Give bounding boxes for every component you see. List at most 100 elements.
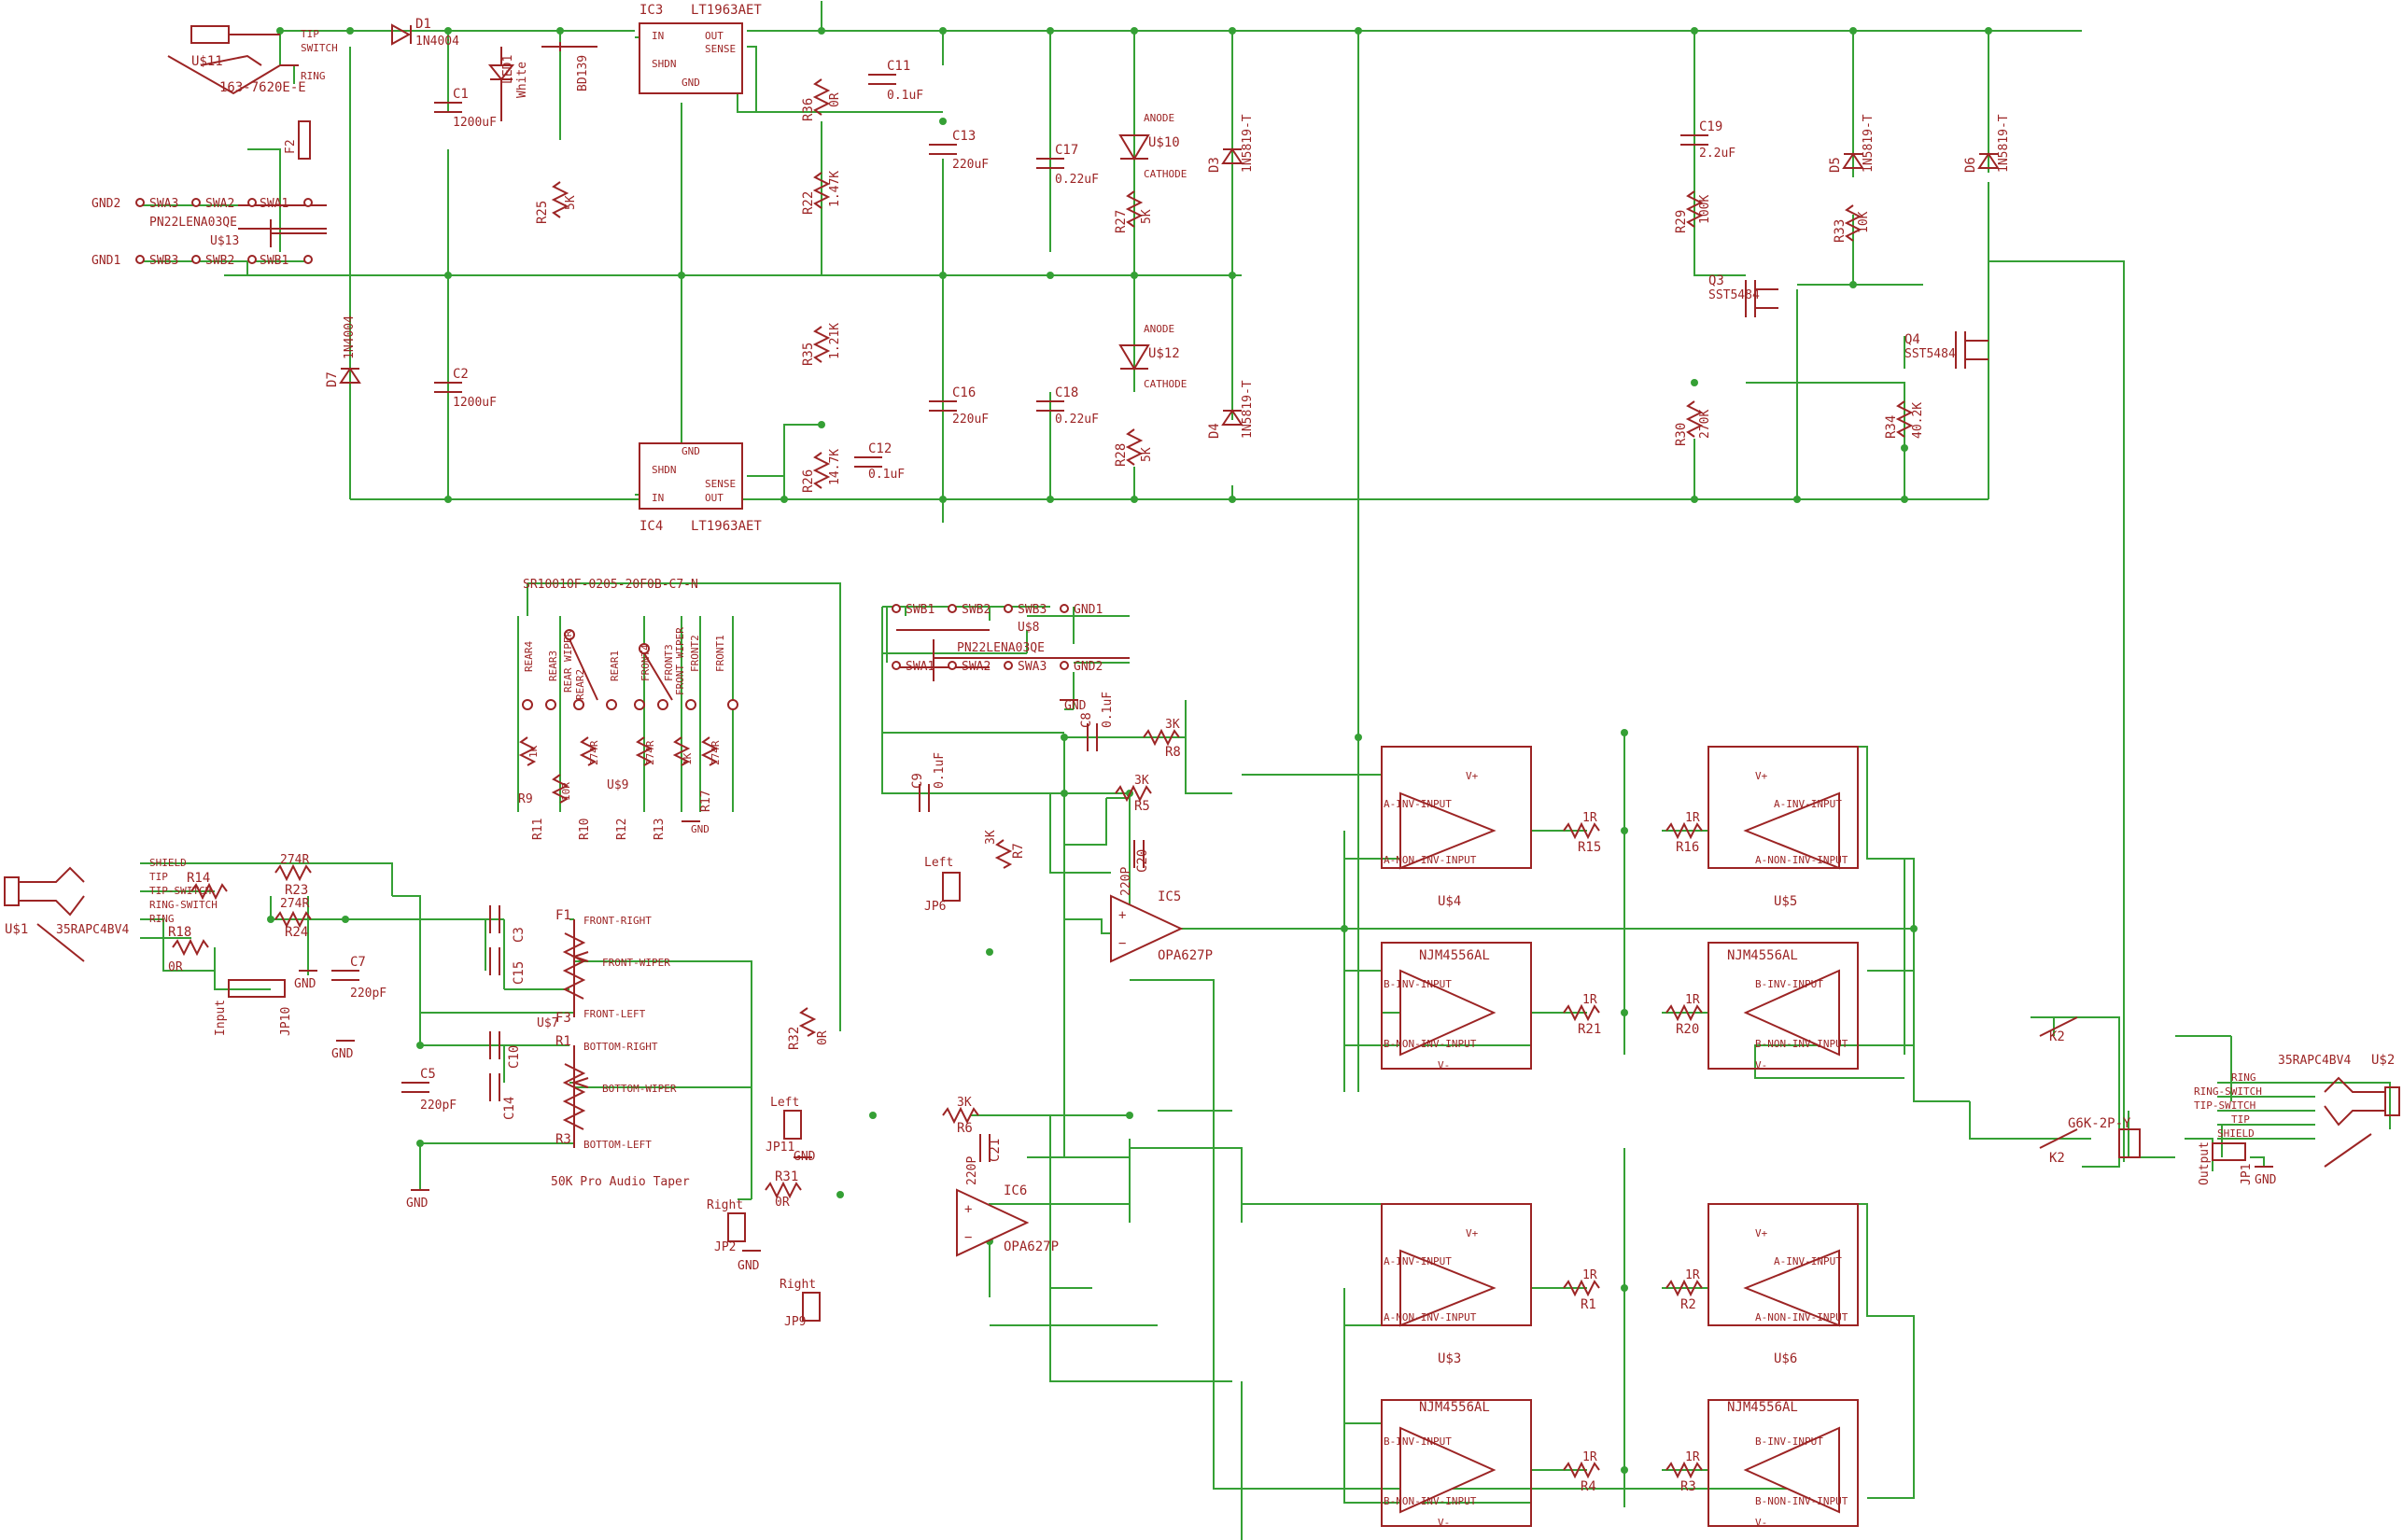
svg-text:R17: R17: [699, 791, 713, 812]
svg-text:270K: 270K: [1698, 410, 1712, 439]
svg-text:GND: GND: [682, 445, 700, 457]
svg-text:IN: IN: [652, 492, 664, 504]
svg-text:40.2K: 40.2K: [1911, 402, 1925, 439]
ic3-part: LT1963AET: [691, 3, 762, 18]
svg-text:1N5819-T: 1N5819-T: [1997, 114, 2011, 173]
svg-text:REAR4: REAR4: [523, 641, 535, 672]
svg-text:R8: R8: [1165, 745, 1181, 760]
svg-text:RING-SWITCH: RING-SWITCH: [2194, 1085, 2262, 1098]
svg-text:D5: D5: [1828, 157, 1843, 173]
svg-text:TIP: TIP: [2231, 1113, 2250, 1126]
svg-text:A-INV-INPUT: A-INV-INPUT: [1774, 1255, 1842, 1267]
u13-part: PN22LENA03QE: [149, 216, 237, 230]
svg-text:1R: 1R: [1582, 1268, 1597, 1282]
dc-jack-pin-switch: SWITCH: [301, 42, 338, 54]
cap-c14: C14: [489, 1073, 517, 1120]
svg-text:ANODE: ANODE: [1144, 112, 1174, 124]
svg-text:FRONT-WIPER: FRONT-WIPER: [602, 957, 670, 969]
svg-text:RING: RING: [149, 913, 175, 925]
cap-c15: C15: [489, 947, 527, 985]
dc-jack-ref: U$11: [191, 54, 223, 69]
svg-text:B-INV-INPUT: B-INV-INPUT: [1755, 978, 1823, 990]
svg-text:R32: R32: [787, 1027, 802, 1050]
res-r21: 1R R21: [1563, 993, 1601, 1037]
svg-text:R33: R33: [1833, 219, 1848, 243]
svg-text:C1: C1: [453, 87, 469, 102]
svg-text:GND1: GND1: [1074, 603, 1103, 617]
svg-text:Q4: Q4: [1904, 332, 1920, 347]
u13-swb2: SWB2: [205, 254, 234, 268]
svg-text:1R: 1R: [1582, 993, 1597, 1007]
wires: [140, 1, 2391, 1540]
svg-text:RING-SWITCH: RING-SWITCH: [149, 899, 218, 911]
relay-k2: K2 G6K-2P-Y K2: [2039, 1016, 2141, 1166]
ic4-part: LT1963AET: [691, 519, 762, 534]
res-r28: R28 5K: [1114, 428, 1154, 467]
svg-text:0.1uF: 0.1uF: [868, 468, 905, 482]
res-r34: R34 40.2K: [1884, 400, 1925, 439]
svg-text:IN: IN: [652, 30, 664, 42]
svg-text:FRONT WIPER: FRONT WIPER: [674, 627, 686, 695]
svg-text:A-INV-INPUT: A-INV-INPUT: [1384, 1255, 1452, 1267]
cap-c3: C3: [489, 905, 527, 943]
header-jp11: Left JP11: [766, 1096, 802, 1155]
cap-c12: C12 0.1uF: [854, 441, 905, 482]
res-r2: 1R R2: [1665, 1268, 1703, 1312]
ic3-ref: IC3: [639, 3, 663, 18]
dc-jack-pin-ring: RING: [301, 70, 326, 82]
svg-text:R30: R30: [1674, 423, 1689, 446]
cap-c8: C8 0.1uF: [1079, 692, 1115, 751]
svg-text:C2: C2: [453, 367, 469, 382]
svg-text:R34: R34: [1884, 415, 1899, 439]
svg-text:220uF: 220uF: [952, 413, 989, 427]
t1-value: BD139: [576, 55, 590, 91]
diode-d6: D6 1N5819-T: [1963, 114, 2011, 173]
svg-text:R20: R20: [1676, 1022, 1699, 1037]
opamp-ic5: + − IC5 OPA627P: [1110, 889, 1213, 963]
svg-text:SST5484: SST5484: [1708, 288, 1760, 302]
svg-text:C11: C11: [887, 59, 910, 74]
svg-text:A-INV-INPUT: A-INV-INPUT: [1384, 798, 1452, 810]
buffer-u5: A-INV-INPUT A-NON-INV-INPUT V+ U$5: [1707, 746, 1859, 909]
svg-text:OUT: OUT: [705, 492, 724, 504]
svg-text:C12: C12: [868, 441, 892, 456]
svg-text:GND2: GND2: [1074, 660, 1103, 674]
svg-text:C21: C21: [988, 1139, 1003, 1162]
svg-text:FRONT3: FRONT3: [663, 644, 675, 681]
svg-text:A-NON-INV-INPUT: A-NON-INV-INPUT: [1755, 854, 1848, 866]
svg-text:R5: R5: [1134, 799, 1150, 814]
switch-u8: SWB1 SWB2 SWB3 GND1 SWA1 SWA2 SWA3 GND2 …: [892, 603, 1130, 713]
dc-jack-u11: U$11 163-7620E-E TIP SWITCH RING: [167, 25, 338, 95]
svg-text:GND: GND: [738, 1259, 760, 1273]
svg-text:Left: Left: [924, 856, 953, 870]
cap-c2: C2 1200uF: [434, 367, 497, 410]
svg-text:−: −: [964, 1230, 972, 1245]
svg-text:NJM4556AL: NJM4556AL: [1419, 948, 1490, 963]
led-white: LED1 White BD139: [487, 42, 597, 121]
fuse-f2: F2: [284, 120, 311, 160]
u13-swb1: SWB1: [260, 254, 288, 268]
svg-text:R10: R10: [578, 819, 592, 840]
res-r26: R26 14.7K: [801, 449, 842, 493]
svg-text:CATHODE: CATHODE: [1144, 378, 1187, 390]
svg-text:SWB2: SWB2: [962, 603, 991, 617]
ic4-ref: IC4: [639, 519, 663, 534]
svg-text:220uF: 220uF: [952, 158, 989, 172]
res-r25: R25 5K: [535, 181, 578, 224]
svg-text:V+: V+: [1755, 1227, 1768, 1239]
svg-text:R7: R7: [1011, 843, 1026, 859]
svg-text:B-NON-INV-INPUT: B-NON-INV-INPUT: [1384, 1495, 1477, 1507]
input-jack-u1: U$1 35RAPC4BV4 SHIELD TIP TIP-SWITCH RIN…: [4, 857, 218, 962]
svg-text:NJM4556AL: NJM4556AL: [1727, 1400, 1798, 1415]
svg-text:U$10: U$10: [1148, 135, 1180, 150]
svg-text:Left: Left: [770, 1096, 799, 1110]
u13-ref: U$13: [210, 234, 239, 248]
svg-text:F1: F1: [555, 908, 571, 923]
svg-text:SWB3: SWB3: [1018, 603, 1047, 617]
svg-text:−: −: [1118, 936, 1126, 951]
svg-text:F3: F3: [555, 1011, 571, 1026]
svg-text:C10: C10: [507, 1045, 522, 1069]
svg-text:OPA627P: OPA627P: [1158, 948, 1213, 963]
buffer-njm-b: B-INV-INPUT B-NON-INV-INPUT V- NJM4556AL: [1707, 1399, 1859, 1529]
header-jp9: Right JP9: [780, 1278, 821, 1329]
